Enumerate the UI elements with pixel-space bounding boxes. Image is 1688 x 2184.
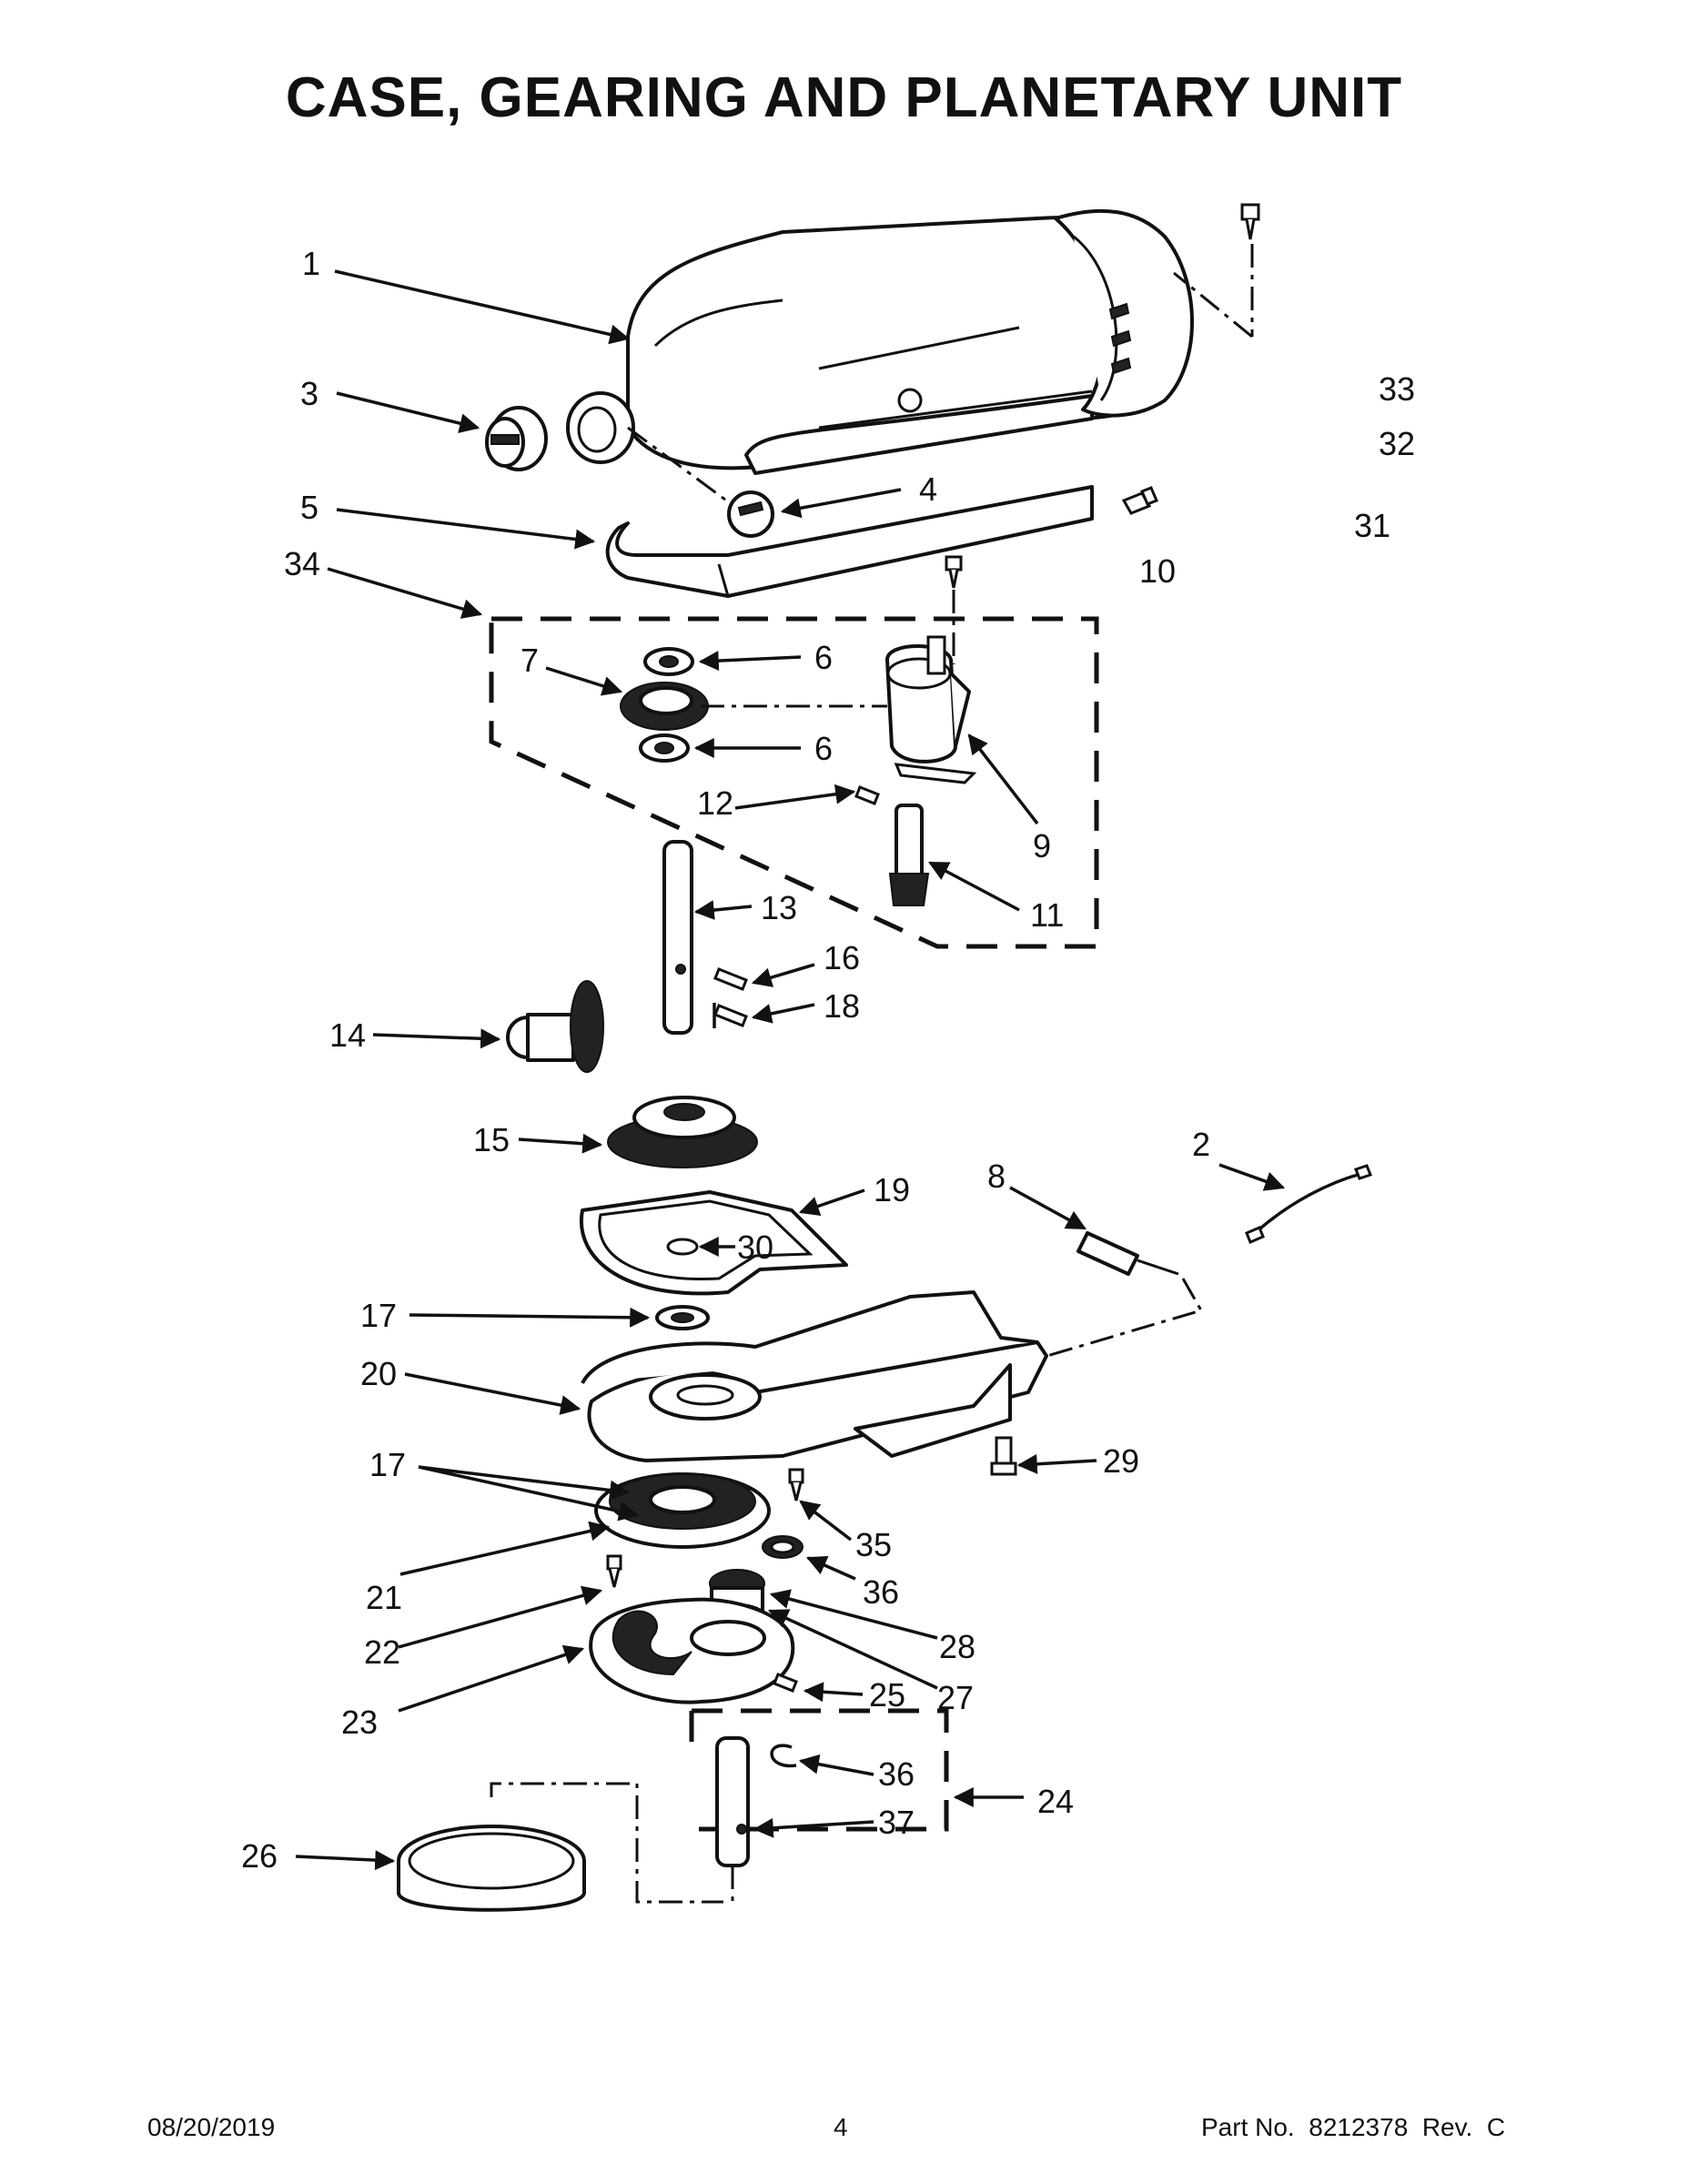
callout-17-upper: 17	[360, 1297, 397, 1334]
callout-23: 23	[341, 1704, 378, 1741]
wire-part-2	[1245, 1164, 1372, 1244]
washer-part-6-upper	[643, 647, 694, 676]
retaining-ring-part-36	[762, 1535, 804, 1559]
callout-10: 10	[1139, 552, 1176, 590]
pin-part-18	[713, 1003, 748, 1028]
callout-26: 26	[241, 1837, 278, 1875]
callout-18: 18	[824, 987, 860, 1025]
callout-22: 22	[364, 1633, 400, 1671]
gear-part-7	[620, 682, 887, 731]
callout-19: 19	[874, 1171, 910, 1208]
callout-labels: 1 3 4 5 34 33 32 31 10 7 6 6 12 9 11 13 …	[241, 245, 1415, 1875]
callout-29: 29	[1103, 1442, 1139, 1480]
main-gear-part-15	[607, 1096, 758, 1168]
screw-part-29	[990, 1436, 1017, 1476]
callout-36-lower: 36	[878, 1755, 915, 1793]
callout-1: 1	[302, 245, 320, 282]
pin-part-25	[773, 1673, 798, 1693]
callout-9: 9	[1033, 827, 1051, 864]
trim-band-part-5	[605, 485, 1094, 598]
callout-17-lower: 17	[369, 1446, 406, 1483]
clip-part-36	[770, 1744, 797, 1768]
agitator-shaft-group-24	[689, 1708, 949, 1832]
pin-part-16	[713, 967, 748, 991]
page-title: CASE, GEARING AND PLANETARY UNIT	[285, 66, 1403, 129]
screw-part-35	[788, 1468, 804, 1502]
callout-16: 16	[824, 939, 860, 976]
ring-gear-part-21	[594, 1472, 771, 1549]
callout-14: 14	[329, 1016, 366, 1054]
callout-15: 15	[473, 1121, 510, 1158]
callout-3: 3	[300, 375, 318, 412]
screw-part-33	[1173, 203, 1260, 339]
callout-7: 7	[521, 642, 539, 679]
footer-date: 08/20/2019	[147, 2113, 276, 2141]
callout-4: 4	[919, 470, 937, 508]
callout-12: 12	[697, 784, 733, 822]
gasket-part-19	[579, 1190, 848, 1296]
rear-cover-part-32	[1054, 208, 1194, 418]
callout-5: 5	[300, 489, 318, 526]
screw-part-22	[606, 1554, 622, 1588]
callout-24: 24	[1037, 1783, 1074, 1820]
trim-ring-part-26	[397, 1825, 586, 1912]
gear-assembly-group-34	[489, 616, 1099, 949]
callout-25: 25	[869, 1676, 905, 1714]
screw-part-10	[945, 555, 963, 664]
callout-33: 33	[1379, 370, 1415, 408]
planetary-housing-part-23	[589, 1597, 795, 1704]
callout-34: 34	[284, 545, 320, 582]
worm-shaft-part-11	[888, 804, 930, 906]
callout-11: 11	[1030, 896, 1064, 934]
callout-28: 28	[939, 1628, 975, 1665]
centerline-26	[490, 1782, 723, 1904]
callout-37: 37	[878, 1804, 915, 1841]
callout-13: 13	[761, 889, 797, 926]
leader-lines	[295, 269, 1286, 1871]
pin-part-12	[854, 785, 880, 805]
callout-36-upper: 36	[863, 1573, 899, 1611]
callout-30: 30	[737, 1228, 773, 1266]
bevel-pinion-part-14	[506, 980, 604, 1073]
callout-31: 31	[1354, 507, 1390, 544]
brush-part-8	[1000, 1231, 1204, 1371]
footer-part-number: Part No. 8212378 Rev. C	[1201, 2113, 1506, 2141]
callout-21: 21	[366, 1579, 402, 1616]
callout-32: 32	[1379, 425, 1415, 462]
knob-part-4	[627, 426, 774, 538]
callout-2: 2	[1192, 1126, 1210, 1163]
callout-35: 35	[855, 1526, 892, 1563]
worm-housing-part-9	[885, 635, 977, 784]
callout-6-lower: 6	[814, 730, 833, 767]
footer-page-number: 4	[834, 2113, 848, 2141]
callout-20: 20	[360, 1355, 397, 1392]
callout-8: 8	[987, 1158, 1006, 1195]
washer-part-17	[655, 1305, 710, 1330]
gear-case-part-20	[581, 1290, 1048, 1462]
washer-part-6-lower	[639, 733, 690, 763]
callout-27: 27	[937, 1679, 974, 1716]
plug-part-3	[485, 406, 548, 471]
shaft-part-37	[715, 1736, 750, 1902]
shaft-part-13	[662, 840, 693, 1035]
callout-6-upper: 6	[814, 639, 833, 676]
attachment-hub	[566, 391, 635, 464]
screw-part-31	[1121, 486, 1158, 515]
